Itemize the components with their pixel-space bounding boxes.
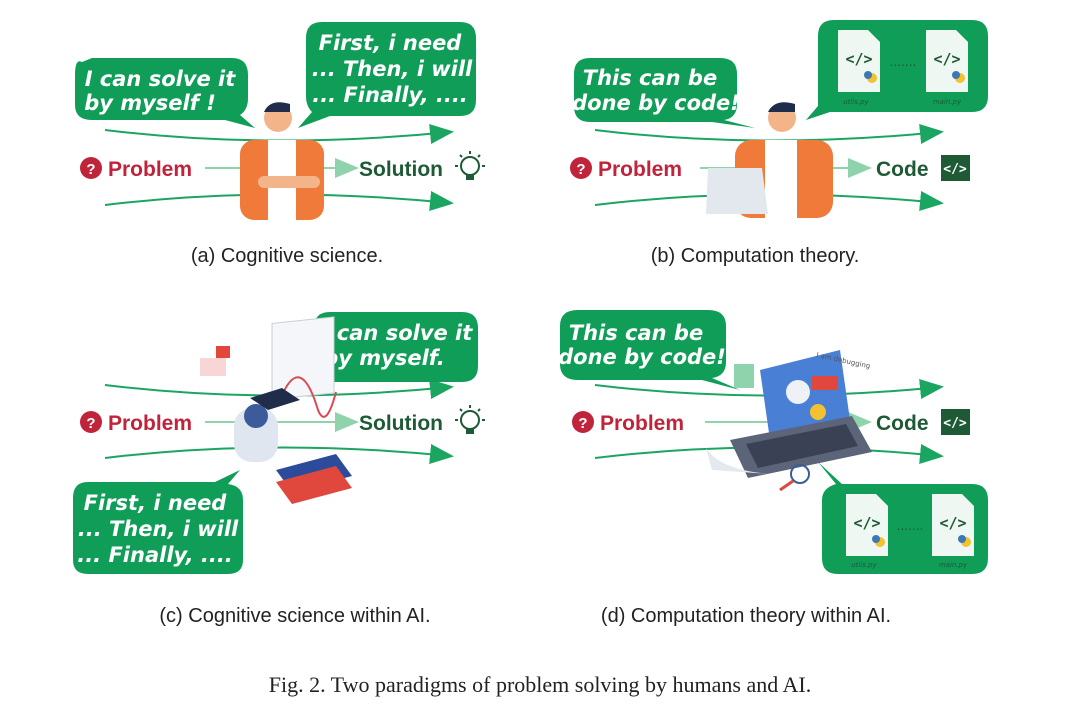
svg-text:?: ? bbox=[86, 415, 95, 432]
problem-label: Problem bbox=[108, 412, 192, 435]
panel-caption: (a) Cognitive science. bbox=[191, 245, 383, 267]
bubble-line: by myself. bbox=[323, 346, 445, 370]
speech-bubble-right: I can solve it by myself. bbox=[305, 312, 478, 392]
bubble-line: ... Finally, .... bbox=[77, 543, 233, 567]
bubble-line: First, i need bbox=[84, 491, 228, 515]
ellipsis: ....... bbox=[890, 55, 917, 69]
code-label: Code bbox=[876, 158, 929, 181]
bubble-line: done by code! bbox=[558, 345, 726, 369]
problem-label: Problem bbox=[108, 158, 192, 181]
svg-text:?: ? bbox=[578, 415, 587, 432]
file-icon: </> utils.py bbox=[846, 494, 888, 569]
svg-text:</>: </> bbox=[943, 162, 967, 177]
question-icon bbox=[80, 157, 102, 179]
code-badge-icon: </> bbox=[941, 409, 970, 435]
bubble-line: done by code! bbox=[572, 91, 740, 115]
file-icon: </> main.py bbox=[932, 494, 974, 569]
bubble-line: I can solve it bbox=[322, 321, 474, 345]
person-with-laptop-illustration bbox=[706, 102, 833, 218]
solution-label: Solution bbox=[359, 412, 443, 435]
question-icon bbox=[572, 411, 594, 433]
bubble-line: I can solve it bbox=[85, 67, 237, 91]
panel-a: I can solve it by myself ! First, i need… bbox=[75, 22, 485, 267]
speech-bubble-left: This can be done by code! bbox=[558, 310, 740, 390]
code-badge-icon: </> bbox=[941, 155, 970, 181]
question-icon bbox=[570, 157, 592, 179]
lightbulb-icon bbox=[455, 405, 485, 434]
code-files-bubble: </> utils.py ....... </> main.py bbox=[818, 462, 988, 574]
ai-laptop-debugging-illustration: I am debugging bbox=[706, 350, 872, 492]
speech-bubble-left: This can be done by code! bbox=[572, 58, 755, 128]
lightbulb-icon bbox=[455, 151, 485, 180]
bubble-line: ... Finally, .... bbox=[312, 83, 468, 107]
file-icon: </> utils.py bbox=[838, 30, 880, 106]
bubble-line: This can be bbox=[583, 66, 717, 90]
file-name: utils.py bbox=[851, 561, 877, 569]
code-files-bubble: </> utils.py ....... </> main.py bbox=[806, 20, 988, 120]
speech-bubble-left: I can solve it by myself ! bbox=[75, 58, 255, 128]
figure-caption: Fig. 2. Two paradigms of problem solving… bbox=[269, 672, 812, 697]
bubble-line: ... Then, i will bbox=[78, 517, 239, 541]
file-icon: </> main.py bbox=[926, 30, 968, 106]
svg-text:?: ? bbox=[86, 161, 95, 178]
speech-bubble-right: First, i need ... Then, i will ... Final… bbox=[298, 22, 476, 128]
bubble-line: by myself ! bbox=[84, 91, 216, 115]
svg-text:</>: </> bbox=[939, 514, 966, 532]
panel-caption: (b) Computation theory. bbox=[651, 245, 860, 267]
problem-label: Problem bbox=[598, 158, 682, 181]
ai-robot-study-illustration bbox=[200, 316, 352, 504]
svg-text:</>: </> bbox=[933, 50, 960, 68]
problem-label: Problem bbox=[600, 412, 684, 435]
svg-text:?: ? bbox=[576, 161, 585, 178]
flow-arrow-top bbox=[594, 124, 944, 144]
question-icon bbox=[80, 411, 102, 433]
file-name: main.py bbox=[933, 98, 962, 106]
thinking-person-illustration bbox=[240, 102, 324, 220]
svg-text:</>: </> bbox=[943, 416, 967, 431]
panel-d: This can be done by code! </> utils.py .… bbox=[558, 310, 988, 627]
file-name: utils.py bbox=[843, 98, 869, 106]
file-name: main.py bbox=[939, 561, 968, 569]
panel-caption: (c) Cognitive science within AI. bbox=[159, 605, 430, 627]
flow-arrow-bottom bbox=[104, 444, 454, 464]
panel-c: I can solve it by myself. First, i need … bbox=[73, 312, 485, 627]
solution-label: Solution bbox=[359, 158, 443, 181]
bubble-line: ... Then, i will bbox=[312, 57, 473, 81]
ellipsis: ....... bbox=[897, 519, 924, 533]
bubble-line: First, i need bbox=[319, 31, 463, 55]
speech-bubble-left: First, i need ... Then, i will ... Final… bbox=[73, 470, 243, 574]
svg-text:</>: </> bbox=[845, 50, 872, 68]
bubble-line: This can be bbox=[569, 321, 703, 345]
panel-b: This can be done by code! </> utils.py .… bbox=[570, 20, 988, 267]
panel-caption: (d) Computation theory within AI. bbox=[601, 605, 891, 627]
svg-text:</>: </> bbox=[853, 514, 880, 532]
code-label: Code bbox=[876, 412, 929, 435]
